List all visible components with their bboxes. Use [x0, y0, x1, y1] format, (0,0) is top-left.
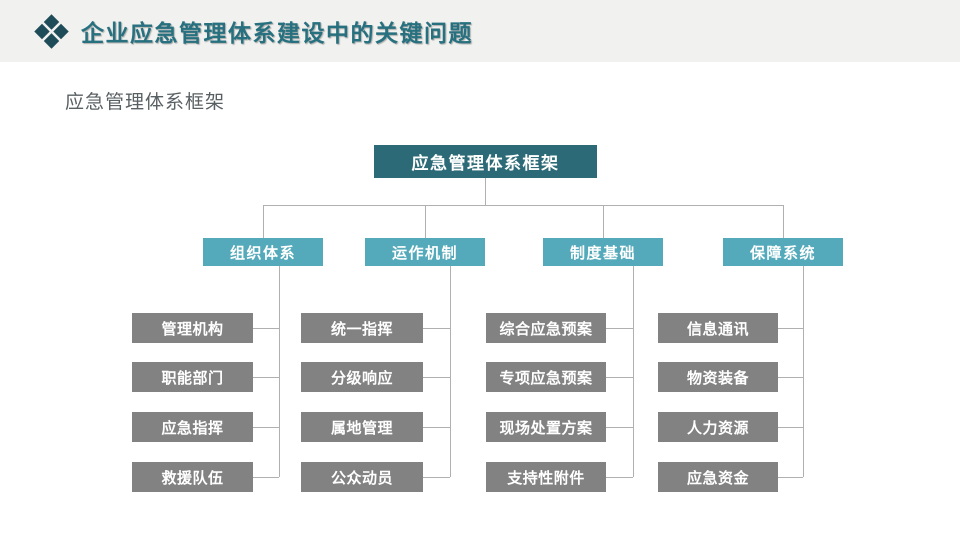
leaf-node: 应急资金	[658, 462, 778, 492]
connector-line	[279, 266, 280, 477]
connector-line	[253, 377, 279, 378]
leaf-node: 专项应急预案	[486, 362, 606, 392]
connector-line	[253, 427, 279, 428]
leaf-node: 公众动员	[301, 462, 423, 492]
connector-line	[606, 427, 633, 428]
connector-line	[606, 377, 633, 378]
branch-node: 保障系统	[723, 238, 843, 266]
leaf-node: 分级响应	[301, 362, 423, 392]
connector-line	[803, 266, 804, 477]
leaf-node: 综合应急预案	[486, 313, 606, 343]
connector-line	[606, 477, 633, 478]
connector-line	[606, 328, 633, 329]
leaf-node: 现场处置方案	[486, 412, 606, 442]
connector-line	[778, 427, 803, 428]
connector-line	[423, 427, 450, 428]
connector-line	[423, 377, 450, 378]
leaf-node: 物资装备	[658, 362, 778, 392]
connector-line	[778, 377, 803, 378]
connector-line	[778, 477, 803, 478]
slide-title: 企业应急管理体系建设中的关键问题	[81, 20, 473, 46]
leaf-node: 信息通讯	[658, 313, 778, 343]
section-subtitle: 应急管理体系框架	[65, 92, 226, 113]
leaf-node: 人力资源	[658, 412, 778, 442]
connector-line	[485, 178, 486, 205]
leaf-node: 管理机构	[132, 313, 253, 343]
leaf-node: 属地管理	[301, 412, 423, 442]
connector-line	[423, 328, 450, 329]
connector-line	[423, 477, 450, 478]
leaf-node: 救援队伍	[132, 462, 253, 492]
slide-header: 企业应急管理体系建设中的关键问题	[0, 0, 960, 62]
leaf-node: 支持性附件	[486, 462, 606, 492]
connector-line	[450, 266, 451, 477]
root-node: 应急管理体系框架	[374, 145, 597, 178]
leaf-node: 应急指挥	[132, 412, 253, 442]
leaf-node: 统一指挥	[301, 313, 423, 343]
connector-line	[778, 328, 803, 329]
connector-line	[603, 205, 604, 238]
connector-line	[253, 328, 279, 329]
leaf-node: 职能部门	[132, 362, 253, 392]
connector-line	[263, 205, 784, 206]
connector-line	[253, 477, 279, 478]
connector-line	[783, 205, 784, 238]
connector-line	[425, 205, 426, 238]
diamond-logo-icon	[34, 13, 69, 49]
branch-node: 运作机制	[365, 238, 485, 266]
connector-line	[633, 266, 634, 477]
connector-line	[263, 205, 264, 238]
branch-node: 组织体系	[203, 238, 323, 266]
branch-node: 制度基础	[543, 238, 663, 266]
